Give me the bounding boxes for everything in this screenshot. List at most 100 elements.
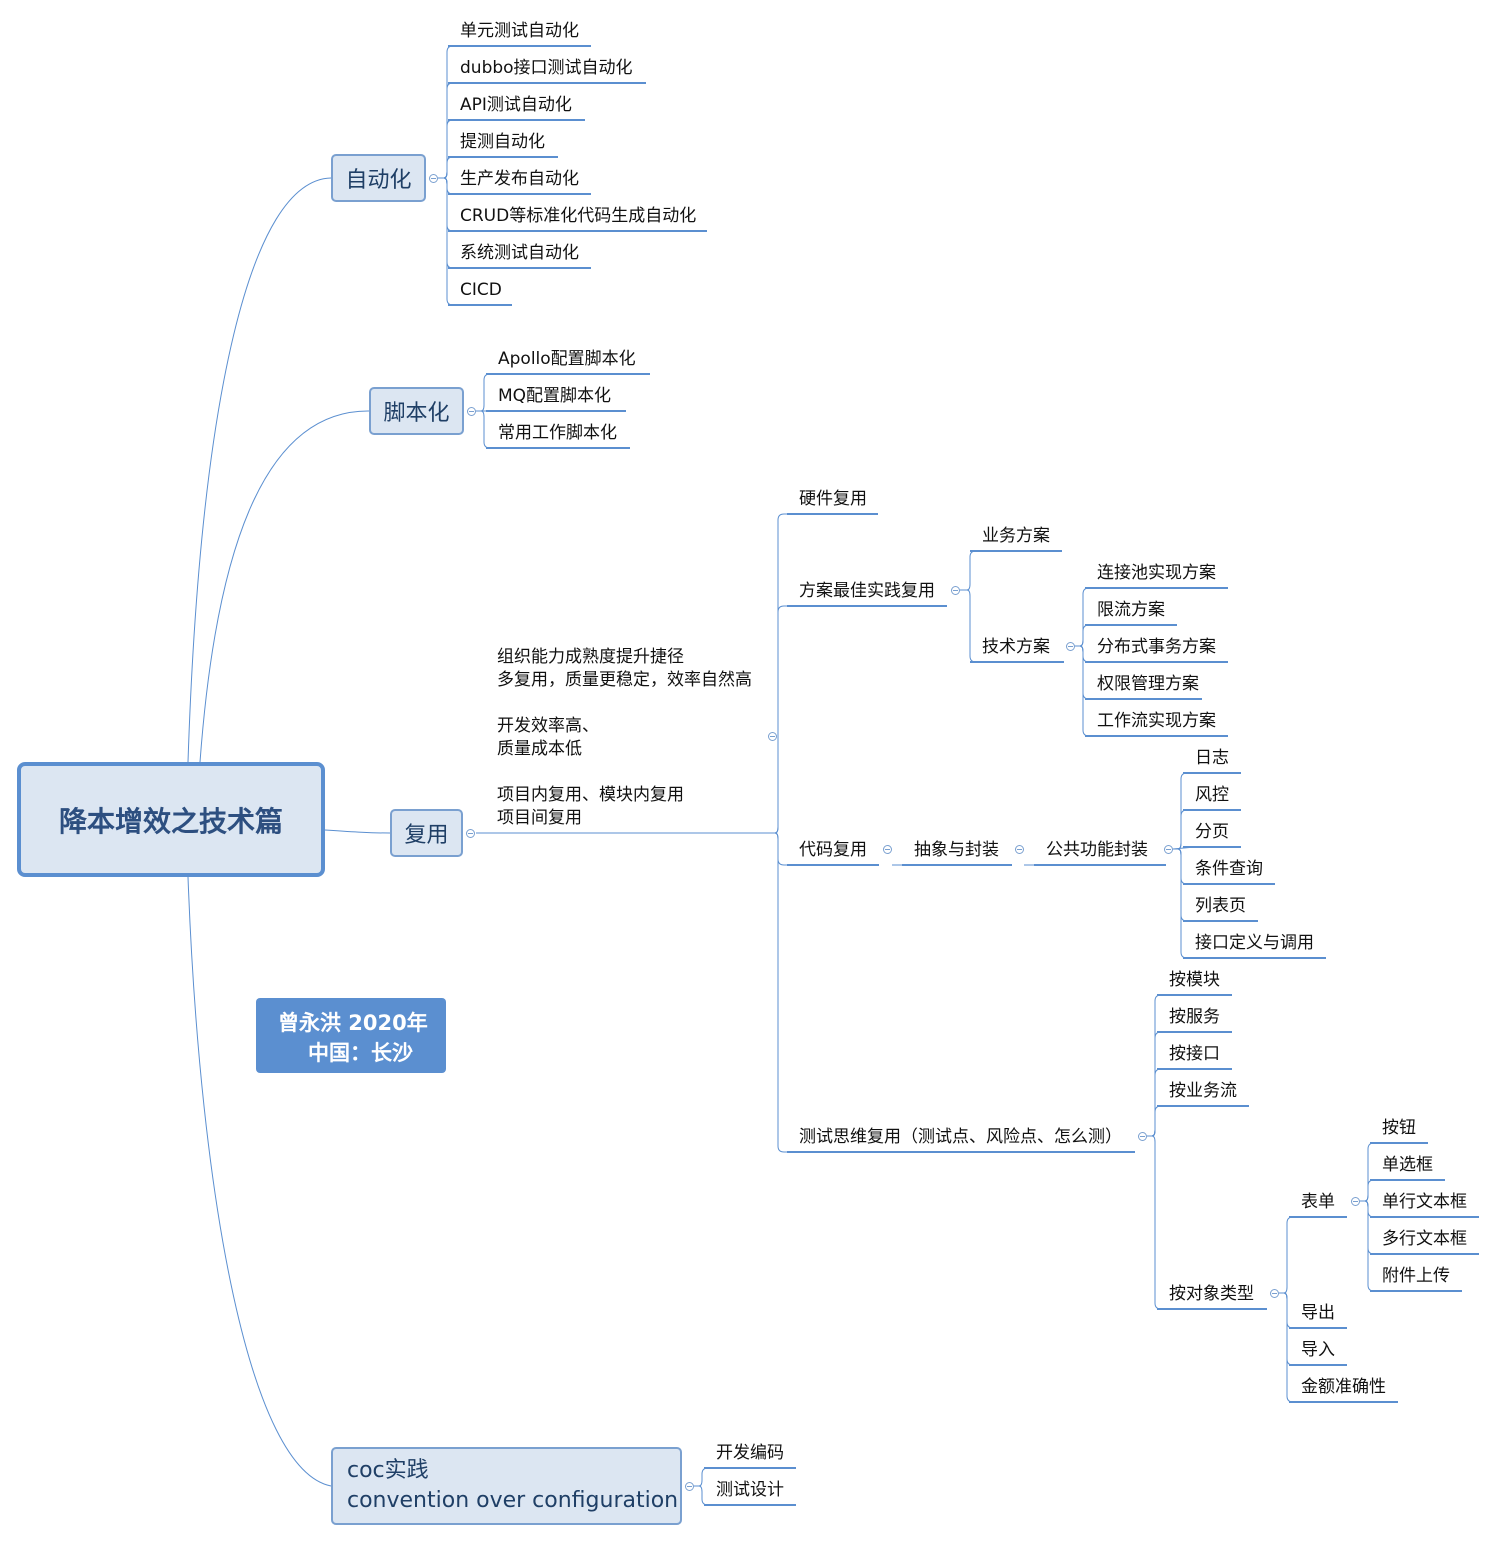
connector-line [438,82,460,179]
branch-scripting[interactable]: 脚本化 [369,387,464,435]
common-function-item[interactable]: 分页 [1195,822,1229,842]
common-function-encapsulation[interactable]: 公共功能封装 [1046,840,1148,860]
technical-solution[interactable]: 技术方案 [982,637,1050,657]
connector-line [1075,624,1097,647]
object-type-item[interactable]: 导出 [1301,1303,1335,1323]
business-solution[interactable]: 业务方案 [982,526,1050,546]
root-topic[interactable]: 降本增效之技术篇 [17,762,325,877]
technical-solution-item[interactable]: 限流方案 [1097,600,1165,620]
test-dimension-item[interactable]: 按服务 [1169,1007,1220,1027]
connector-line [1075,645,1097,663]
test-thinking-reuse[interactable]: 测试思维复用（测试点、风险点、怎么测） [799,1127,1122,1147]
object-type-item[interactable]: 导入 [1301,1340,1335,1360]
technical-solution-item[interactable]: 权限管理方案 [1097,674,1199,694]
automation-item[interactable]: 提测自动化 [460,132,545,152]
connector-line [1173,848,1195,959]
connector-line [476,373,498,412]
common-function-item[interactable]: 条件查询 [1195,859,1263,879]
hardware-reuse[interactable]: 硬件复用 [799,489,867,509]
connector-line [438,156,460,179]
collapse-toggle-icon[interactable] [950,585,960,595]
object-type-item[interactable]: 金额准确性 [1301,1377,1386,1397]
automation-item[interactable]: CRUD等标准化代码生成自动化 [460,206,697,226]
form-control-item[interactable]: 附件上传 [1382,1266,1450,1286]
collapse-toggle-icon[interactable] [465,828,475,838]
connector-line [1173,809,1195,850]
connector-line [324,829,391,834]
abstraction-encapsulation[interactable]: 抽象与封装 [914,840,999,860]
collapse-toggle-icon[interactable] [428,173,438,183]
test-dimension-item[interactable]: 按业务流 [1169,1081,1237,1101]
coc-item[interactable]: 开发编码 [716,1443,784,1463]
automation-item[interactable]: API测试自动化 [460,95,572,115]
connector-line [1360,1200,1382,1255]
connector-line [199,410,370,763]
connector-line [1279,1216,1301,1294]
connector-line [1147,1135,1169,1310]
branch-automation[interactable]: 自动化 [331,154,426,202]
signature-badge: 曾永洪 2020年 中国：长沙 [256,998,446,1073]
collapse-toggle-icon[interactable] [1163,844,1173,854]
form-control-item[interactable]: 按钮 [1382,1118,1416,1138]
common-function-item[interactable]: 列表页 [1195,896,1246,916]
common-function-item[interactable]: 日志 [1195,748,1229,768]
automation-item[interactable]: CICD [460,280,502,300]
connector-line [1360,1142,1382,1202]
connector-line [476,410,498,449]
form-type[interactable]: 表单 [1301,1192,1335,1212]
form-control-item[interactable]: 单选框 [1382,1155,1433,1175]
connector-line [1147,994,1169,1137]
coc-subtitle: convention over configuration [347,1488,679,1513]
collapse-toggle-icon[interactable] [767,731,777,741]
connector-line [960,589,977,663]
connector-line [765,605,787,834]
branch-reuse[interactable]: 复用 [390,809,463,857]
automation-item[interactable]: 系统测试自动化 [460,243,579,263]
technical-solution-item[interactable]: 连接池实现方案 [1097,563,1216,583]
form-control-item[interactable]: 单行文本框 [1382,1192,1467,1212]
test-dimension-item[interactable]: 按模块 [1169,970,1220,990]
form-control-item[interactable]: 多行文本框 [1382,1229,1467,1249]
connector-line [1147,1031,1169,1137]
connector-line [694,1485,716,1506]
connector-line [1360,1200,1382,1218]
coc-item[interactable]: 测试设计 [716,1480,784,1500]
reuse-note: 组织能力成熟度提升捷径 多复用，质量更稳定，效率自然高 开发效率高、 质量成本低… [497,647,752,828]
connector-line [187,177,332,763]
connector-line [438,177,460,306]
connector-line [438,177,460,195]
automation-item[interactable]: 生产发布自动化 [460,169,579,189]
scripting-item[interactable]: MQ配置脚本化 [498,386,612,406]
technical-solution-item[interactable]: 分布式事务方案 [1097,637,1216,657]
collapse-toggle-icon[interactable] [1065,641,1075,651]
by-object-type[interactable]: 按对象类型 [1169,1284,1254,1304]
scripting-item[interactable]: 常用工作脚本化 [498,423,617,443]
coc-title: coc实践 [347,1458,429,1483]
connector-line [1075,587,1097,647]
code-reuse[interactable]: 代码复用 [799,840,867,860]
collapse-toggle-icon[interactable] [1014,844,1024,854]
connector-line [765,832,787,1153]
branch-coc[interactable]: coc实践 convention over configuration [331,1447,682,1525]
connector-line [187,876,332,1487]
connector-line [1360,1179,1382,1202]
connector-line [1075,645,1097,700]
technical-solution-item[interactable]: 工作流实现方案 [1097,711,1216,731]
collapse-toggle-icon[interactable] [1350,1196,1360,1206]
test-dimension-item[interactable]: 按接口 [1169,1044,1220,1064]
common-function-item[interactable]: 风控 [1195,785,1229,805]
connector-line [1279,1292,1301,1403]
connector-line [765,832,787,866]
automation-item[interactable]: dubbo接口测试自动化 [460,58,633,78]
common-function-item[interactable]: 接口定义与调用 [1195,933,1314,953]
best-practice-reuse[interactable]: 方案最佳实践复用 [799,581,935,601]
collapse-toggle-icon[interactable] [466,406,476,416]
collapse-toggle-icon[interactable] [684,1481,694,1491]
scripting-item[interactable]: Apollo配置脚本化 [498,349,636,369]
collapse-toggle-icon[interactable] [882,844,892,854]
automation-item[interactable]: 单元测试自动化 [460,21,579,41]
connector-line [960,550,977,591]
collapse-toggle-icon[interactable] [1137,1131,1147,1141]
collapse-toggle-icon[interactable] [1269,1288,1279,1298]
